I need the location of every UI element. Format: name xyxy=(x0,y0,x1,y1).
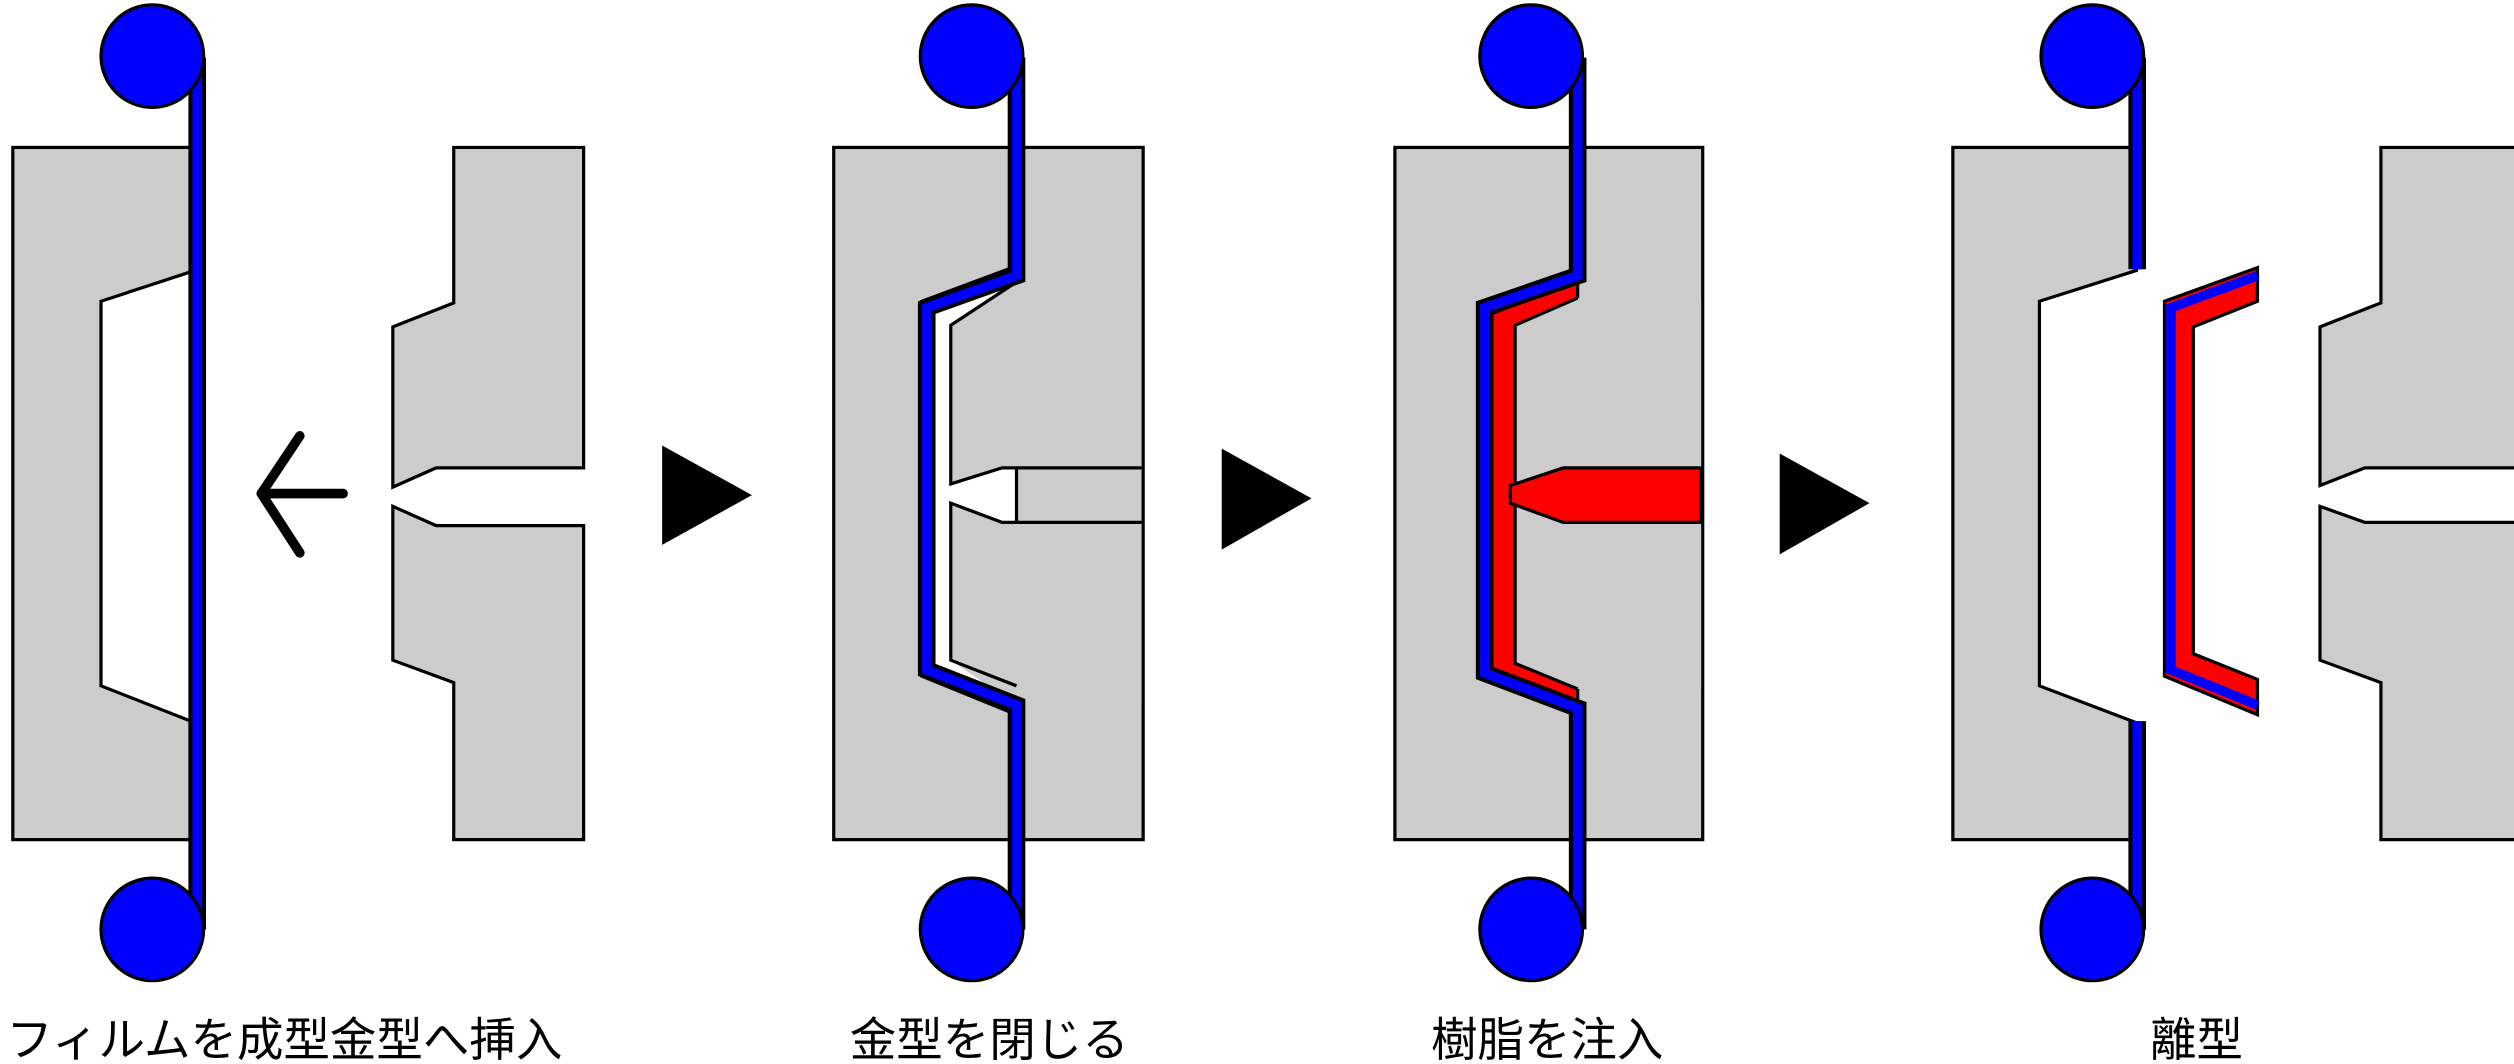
step-label: 金型を閉じる xyxy=(850,1013,1129,1064)
step-2-close-mold: 金型を閉じる xyxy=(832,3,1145,1064)
step-1-insert-film: フィルムを成型金型へ挿入 xyxy=(6,3,586,1064)
step-label: 樹脂を注入 xyxy=(1431,1013,1663,1064)
step-4-demold: 離型 xyxy=(1951,3,2514,1064)
next-step-triangle-icon xyxy=(1779,453,1870,555)
film xyxy=(1479,57,1583,930)
roller-icon xyxy=(1478,876,1585,983)
roller-icon xyxy=(2039,3,2146,109)
moving-mold xyxy=(2318,145,2514,842)
resin-runner xyxy=(1508,466,1703,524)
molded-part xyxy=(2162,265,2260,718)
roller-icon xyxy=(2039,876,2146,983)
roller-icon xyxy=(918,3,1025,109)
next-step-triangle-icon xyxy=(1221,448,1312,550)
next-step-triangle-icon xyxy=(662,445,752,545)
step-label: 離型 xyxy=(2150,1013,2243,1064)
step-label: フィルムを成型金型へ挿入 xyxy=(6,1013,562,1064)
film xyxy=(921,57,1022,930)
fixed-mold xyxy=(11,145,201,842)
roller-icon xyxy=(99,3,206,109)
moving-mold xyxy=(391,145,586,842)
roller-icon xyxy=(918,876,1025,983)
step-3-inject-resin: 樹脂を注入 xyxy=(1393,3,1705,1064)
roller-icon xyxy=(99,876,206,983)
roller-icon xyxy=(1478,3,1585,109)
